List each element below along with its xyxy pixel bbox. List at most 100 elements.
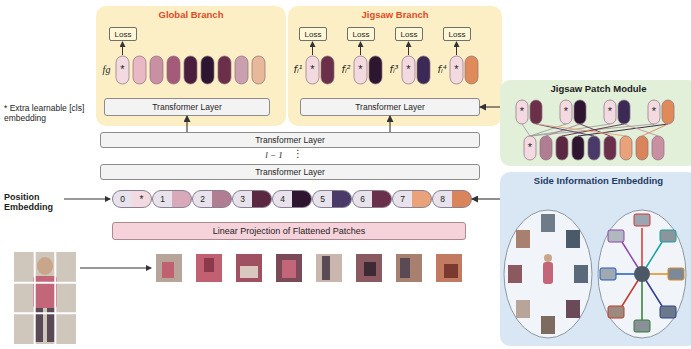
token-capsule <box>354 56 367 84</box>
grid-line <box>54 252 56 344</box>
token-capsule <box>618 100 630 124</box>
patch-detail <box>240 266 258 278</box>
position-index: 5 <box>313 194 332 204</box>
box-label: Loss <box>401 30 418 39</box>
image-patch <box>236 254 262 282</box>
camera-view <box>516 230 530 248</box>
cls-mark: * <box>560 105 572 118</box>
loss-box: Loss <box>299 27 327 41</box>
person-icon <box>544 254 552 262</box>
image-patch <box>316 254 342 282</box>
shuffle-line <box>536 124 594 136</box>
box-label: Transformer Layer <box>355 102 425 112</box>
token-capsule <box>604 100 616 124</box>
camera-ring <box>504 210 592 338</box>
grid-line <box>14 282 76 284</box>
person-leg <box>35 308 43 342</box>
shuffle-line <box>530 124 654 136</box>
token-capsule <box>116 56 129 84</box>
ellipsis-mark: ⋮ <box>292 148 304 160</box>
token-capsule <box>540 136 552 160</box>
patch-detail <box>400 258 410 278</box>
cls-mark: * <box>450 63 463 76</box>
cls-mark: * <box>354 63 367 76</box>
cls-mark: * <box>402 63 415 76</box>
token-capsule <box>530 100 542 124</box>
token-capsule <box>218 56 231 84</box>
token-capsule <box>201 56 214 84</box>
token-capsule <box>184 56 197 84</box>
loss-box: Loss <box>395 27 423 41</box>
view-arrow <box>616 273 642 275</box>
patch-detail <box>204 258 214 272</box>
box-label: Linear Projection of Flattened Patches <box>213 226 366 236</box>
vehicle-view <box>660 230 676 242</box>
image-patch <box>196 254 222 282</box>
position-index: 0 <box>113 194 132 204</box>
panel-title: Side Information Embedding <box>500 175 691 186</box>
cls-mark: * <box>306 63 319 76</box>
shuffle-line <box>522 124 530 136</box>
image-patch <box>276 254 302 282</box>
camera-view <box>566 230 580 248</box>
input-image <box>14 252 76 344</box>
transformer-layer-box: Transformer Layer <box>100 132 480 148</box>
vehicle-view <box>634 320 650 332</box>
transformer-layer-box: Transformer Layer <box>100 164 480 180</box>
box-label: Loss <box>449 30 466 39</box>
feature-name: fg <box>98 64 115 76</box>
viewpoint-ring <box>598 210 686 338</box>
shuffle-line <box>536 124 626 136</box>
box-label: Transformer Layer <box>152 102 222 112</box>
camera-view <box>516 300 530 318</box>
shuffle-line <box>580 124 610 136</box>
camera-view <box>566 300 580 318</box>
vehicle-view <box>600 268 616 280</box>
view-arrow <box>642 274 662 306</box>
view-arrow <box>622 242 642 274</box>
token-capsule <box>252 56 265 84</box>
patch-detail <box>282 260 296 278</box>
token-capsule <box>556 136 568 160</box>
token-capsule <box>465 56 478 84</box>
patch-detail <box>162 262 174 278</box>
token-capsule <box>306 56 319 84</box>
image-patch <box>156 254 182 282</box>
token-capsule <box>450 56 463 84</box>
shuffle-line <box>642 124 668 136</box>
token-capsule <box>652 136 664 160</box>
token-capsule <box>560 100 572 124</box>
vehicle-view <box>660 306 676 318</box>
token-capsule <box>133 56 146 84</box>
camera-view <box>574 265 588 283</box>
feature-name: fₗ² <box>338 64 354 76</box>
feature-name: fₗ³ <box>386 64 402 76</box>
camera-view <box>541 214 555 232</box>
transformer-layer-box: Transformer Layer <box>104 98 270 116</box>
view-arrow <box>641 228 643 274</box>
feature-arrow <box>408 42 409 55</box>
camera-view <box>508 265 522 283</box>
feature-arrow <box>360 42 361 55</box>
image-patch <box>356 254 382 282</box>
cls-mark: * <box>116 63 129 76</box>
token-capsule <box>167 56 180 84</box>
leader-arrow <box>64 199 110 200</box>
cls-mark: * <box>516 105 528 118</box>
projection-box: Linear Projection of Flattened Patches <box>112 222 466 240</box>
patch-detail <box>364 262 376 276</box>
input-arrow <box>80 268 151 269</box>
token-capsule <box>235 56 248 84</box>
position-index: 8 <box>433 194 452 204</box>
person-icon <box>543 262 553 284</box>
cls-mark: * <box>648 105 660 118</box>
patch-detail <box>444 264 458 278</box>
cls-mark: * <box>132 194 151 205</box>
connector-arrow <box>389 116 390 132</box>
image-patch <box>436 254 462 282</box>
view-arrow <box>622 274 642 306</box>
panel-title: Jigsaw Patch Module <box>500 83 691 94</box>
token-capsule <box>524 136 536 160</box>
view-arrow <box>641 274 643 320</box>
